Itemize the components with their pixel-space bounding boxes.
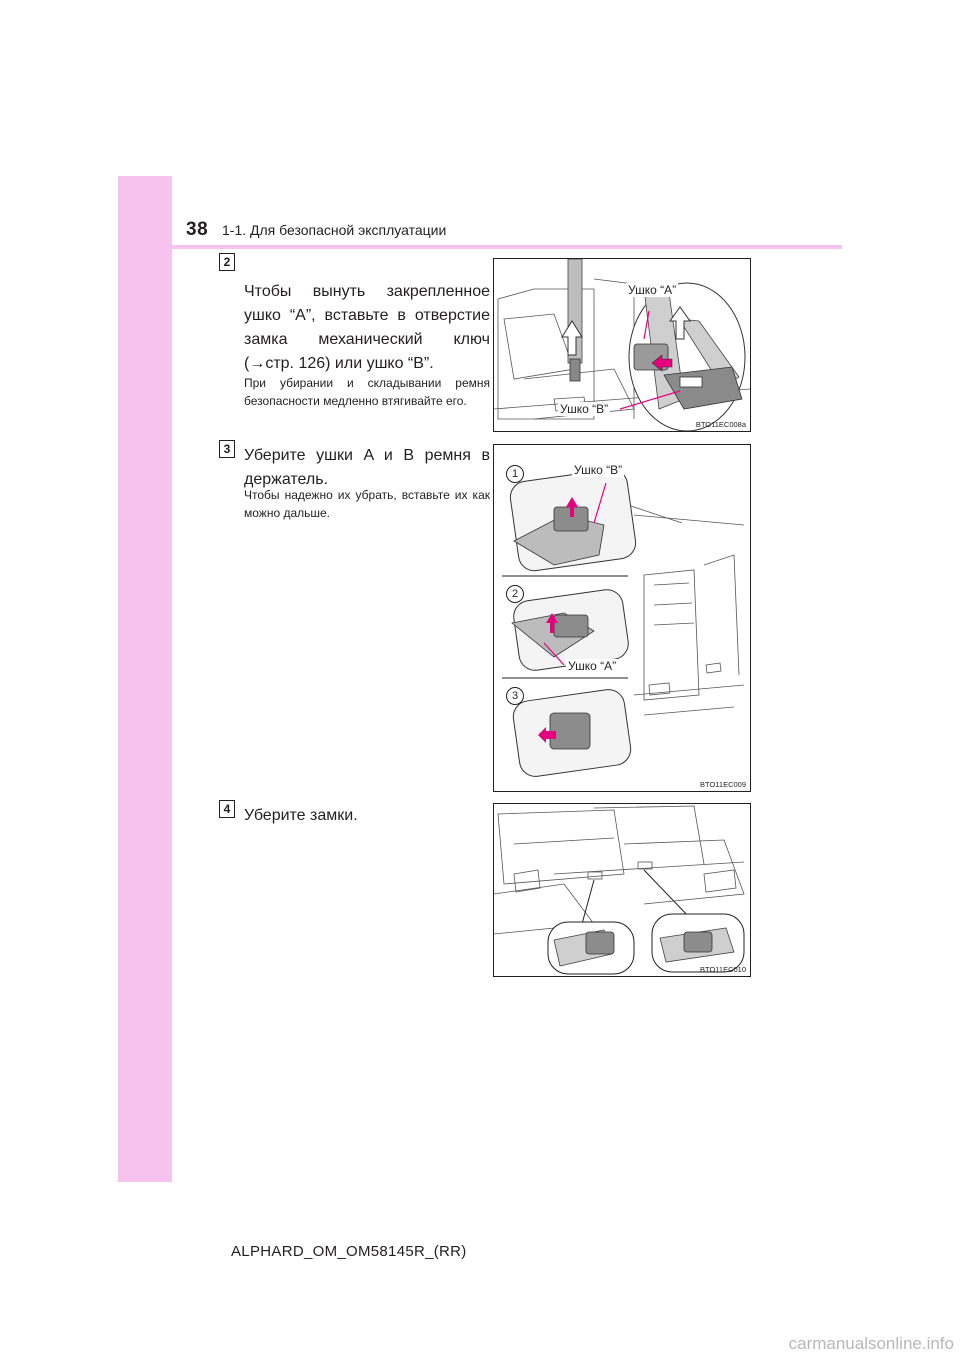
seat-belt-illustration xyxy=(494,259,750,431)
section-title: 1-1. Для безопасной эксплуатации xyxy=(222,222,447,238)
watermark: carmanualsonline.info xyxy=(788,1334,954,1353)
step-3-note: Чтобы надежно их убрать, вставьте их как… xyxy=(244,488,490,520)
panel-number-1: 1 xyxy=(506,465,524,483)
step-2-text: Чтобы вынуть закрепленное ушко “A”, вста… xyxy=(244,283,490,372)
label-tongue-a: Ушко “A” xyxy=(566,659,619,673)
label-tongue-b: Ушко “B” xyxy=(558,402,611,416)
holder-illustration xyxy=(502,468,745,777)
side-color-band xyxy=(118,176,172,1182)
label-tongue-b: Ушко “B” xyxy=(572,463,625,477)
step-number-3: 3 xyxy=(219,440,235,458)
step-number-4: 4 xyxy=(219,800,235,818)
label-tongue-a: Ушко “A” xyxy=(626,283,679,297)
page-number: 38 xyxy=(186,219,209,240)
figure-code: BTO11EC009 xyxy=(700,780,746,789)
step-3-text: Уберите ушки A и B ремня в держатель. xyxy=(244,447,490,488)
buckles-illustration xyxy=(494,805,745,975)
step-number-2: 2 xyxy=(219,253,235,271)
panel-number-3: 3 xyxy=(506,687,524,705)
figure-code: BTO11EC008a xyxy=(695,420,746,429)
step-4-text: Уберите замки. xyxy=(244,807,358,824)
figure-unlock-tongue: Ушко “A” Ушко “B” BTO11EC008a xyxy=(493,258,751,432)
header-rule xyxy=(118,245,842,249)
step-2-note: При убирании и складывании ремня безопас… xyxy=(244,376,490,408)
document-code: ALPHARD_OM_OM58145R_(RR) xyxy=(231,1243,467,1260)
figure-store-buckles: BTO11EC010 xyxy=(493,803,751,977)
figure-code: BTO11EC010 xyxy=(700,965,746,974)
panel-number-2: 2 xyxy=(506,585,524,603)
figure-store-tongues: 1 2 3 Ушко “B” Ушко “A” BTO11EC009 xyxy=(493,444,751,792)
